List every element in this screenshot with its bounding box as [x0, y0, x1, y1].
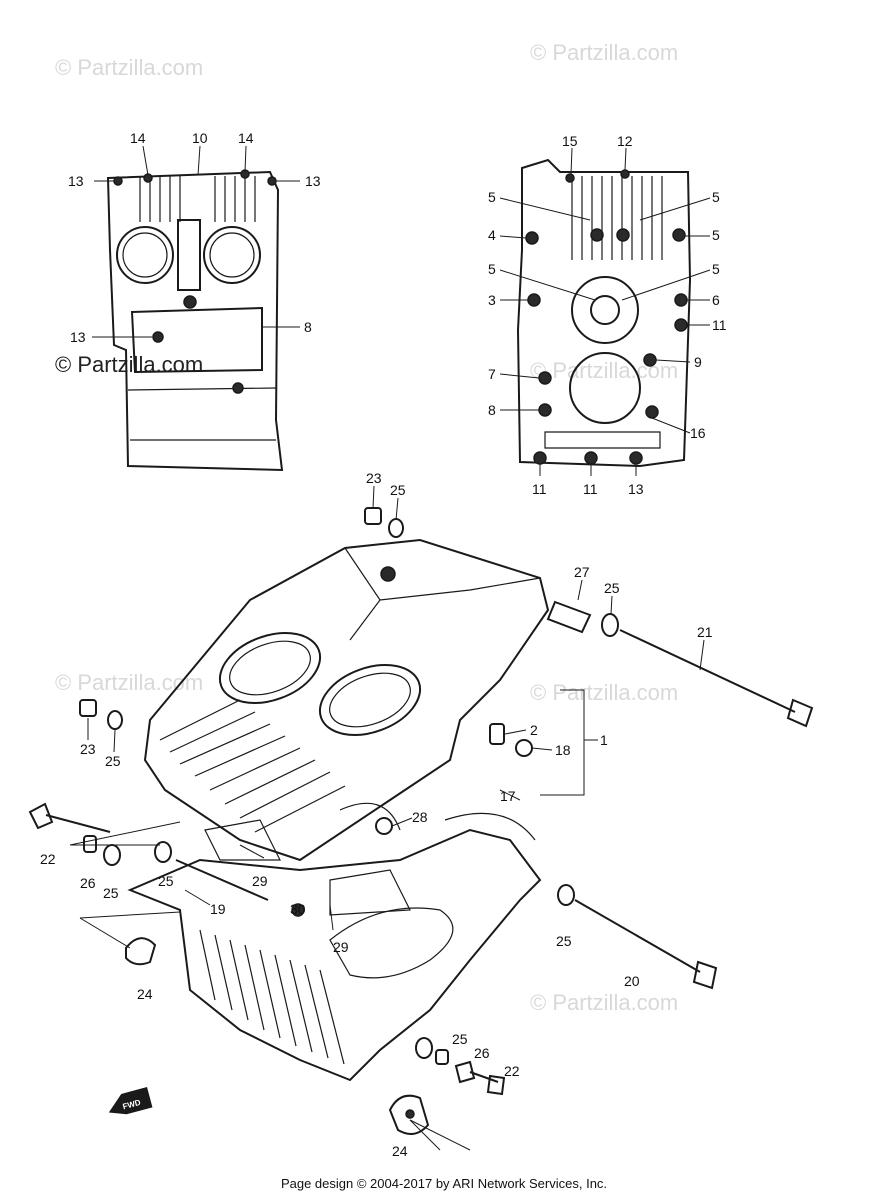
- callout-label: 18: [555, 742, 571, 758]
- bolt-20: [574, 899, 701, 973]
- washer-25: [388, 518, 404, 538]
- callout-label: 24: [137, 986, 153, 1002]
- washer-26: [435, 1049, 449, 1065]
- watermark: © Partzilla.com: [55, 670, 203, 695]
- bolt-hole: [525, 231, 539, 245]
- callout-label: 5: [488, 189, 496, 205]
- callout-label: 15: [562, 133, 578, 149]
- callout-label: 13: [70, 329, 86, 345]
- cap-24: [388, 1094, 430, 1135]
- callout-label: 2: [530, 722, 538, 738]
- callout-label: 12: [617, 133, 633, 149]
- callout-label: 14: [130, 130, 146, 146]
- washer-25: [103, 844, 121, 866]
- callout-label: 24: [392, 1143, 408, 1159]
- upper-case-top-view: [92, 145, 300, 472]
- callout-label: 25: [158, 873, 174, 889]
- callout-label: 7: [488, 366, 496, 382]
- stud-19: [175, 859, 269, 901]
- watermark: © Partzilla.com: [55, 352, 203, 377]
- callout-label: 22: [40, 851, 56, 867]
- callout-label: 13: [628, 481, 644, 497]
- callout-label: 13: [68, 173, 84, 189]
- callout-label: 28: [412, 809, 428, 825]
- bolt-22: [28, 802, 54, 830]
- callout-label: 26: [474, 1045, 490, 1061]
- watermark: © Partzilla.com: [530, 680, 678, 705]
- callout-label: 30: [290, 901, 306, 917]
- callout-label: 19: [210, 901, 226, 917]
- callouts-top-left: 14 10 14 13 13 13 8: [68, 130, 321, 345]
- callout-label: 1: [600, 732, 608, 748]
- callout-label: 5: [712, 227, 720, 243]
- callout-label: 25: [103, 885, 119, 901]
- callout-label: 3: [488, 292, 496, 308]
- callout-label: 25: [390, 482, 406, 498]
- callout-label: 8: [488, 402, 496, 418]
- callout-label: 22: [504, 1063, 520, 1079]
- callouts-main: 23 25 27 25 21 23 25 2 18 1 17 28 22 26 …: [40, 470, 713, 1159]
- washer-25: [601, 613, 619, 637]
- callout-label: 11: [532, 481, 547, 497]
- callout-label: 10: [192, 130, 208, 146]
- nut-18: [515, 739, 533, 757]
- crankcase-assembly: [127, 538, 550, 1082]
- fasteners: [28, 507, 814, 1135]
- lower-case-bottom-view: [499, 147, 711, 476]
- watermark: © Partzilla.com: [530, 990, 678, 1015]
- spacer-27: [546, 600, 592, 634]
- bolt-22: [454, 1060, 476, 1084]
- callout-label: 6: [712, 292, 720, 308]
- bolt-21: [619, 629, 796, 713]
- callout-label: 25: [556, 933, 572, 949]
- callout-label: 5: [712, 189, 720, 205]
- callout-label: 14: [238, 130, 254, 146]
- callout-label: 11: [712, 317, 727, 333]
- callout-label: 25: [604, 580, 620, 596]
- callout-label: 29: [333, 939, 349, 955]
- washer-25: [557, 884, 575, 906]
- callout-label: 25: [452, 1031, 468, 1047]
- watermark-layer: © Partzilla.com © Partzilla.com © Partzi…: [55, 40, 678, 1015]
- callout-label: 16: [690, 425, 706, 441]
- washer-25: [415, 1037, 433, 1059]
- watermark: © Partzilla.com: [530, 40, 678, 65]
- washer-25: [154, 841, 172, 863]
- watermark: © Partzilla.com: [55, 55, 203, 80]
- callout-label: 29: [252, 873, 268, 889]
- washer-26: [83, 835, 97, 853]
- callout-label: 25: [105, 753, 121, 769]
- callout-label: 21: [697, 624, 713, 640]
- callout-label: 5: [712, 261, 720, 277]
- callout-label: 8: [304, 319, 312, 335]
- callouts-top-right: 15 12 5 5 4 5 5 5 3 6 11 9 7 8 16 11 11 …: [488, 133, 727, 497]
- callout-label: 9: [694, 354, 702, 370]
- callout-label: 27: [574, 564, 590, 580]
- nut-23: [79, 699, 97, 717]
- cap-24: [125, 937, 157, 966]
- callout-label: 20: [624, 973, 640, 989]
- callout-label: 23: [80, 741, 96, 757]
- page-footer: Page design © 2004-2017 by ARI Network S…: [280, 1176, 608, 1191]
- callout-label: 13: [305, 173, 321, 189]
- dowel-2: [489, 723, 505, 745]
- callout-label: 4: [488, 227, 496, 243]
- callout-label: 5: [488, 261, 496, 277]
- nut-23: [364, 507, 382, 525]
- fwd-arrow: FWD: [108, 1087, 153, 1115]
- callout-leaders-main: [69, 485, 705, 1151]
- callout-label: 17: [500, 788, 516, 804]
- washer-25: [107, 710, 123, 730]
- callout-label: 11: [583, 481, 598, 497]
- plug-28: [375, 817, 393, 835]
- callout-label: 23: [366, 470, 382, 486]
- callout-label: 26: [80, 875, 96, 891]
